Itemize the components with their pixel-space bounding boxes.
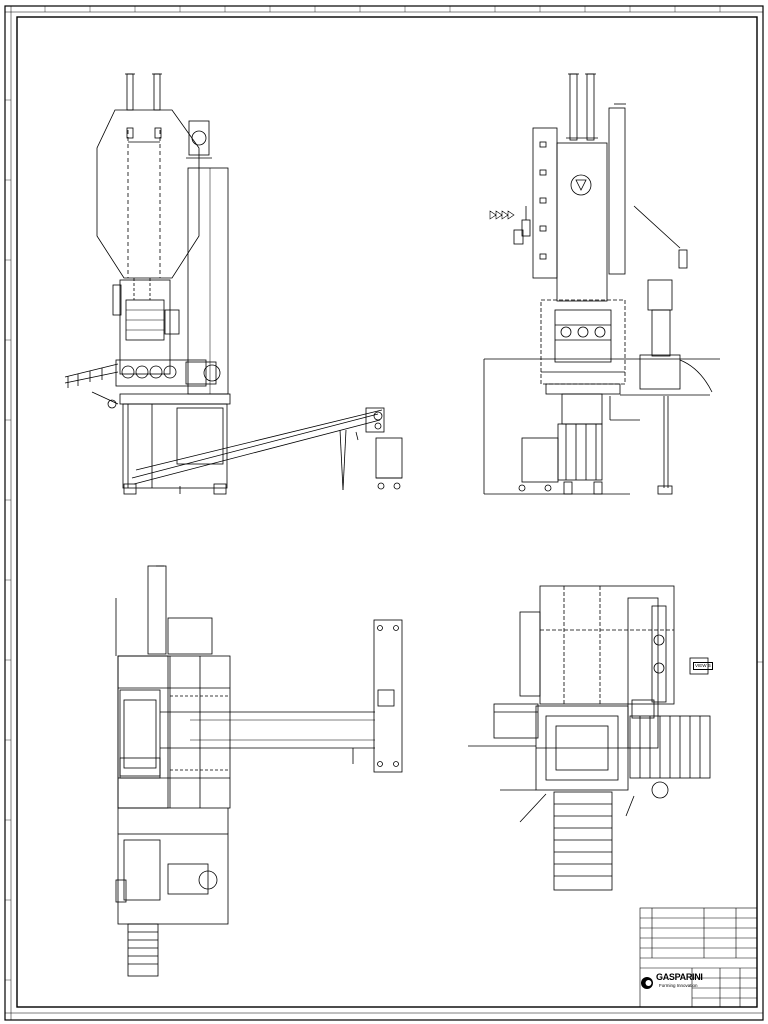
plan-view [115, 565, 403, 977]
plan-view-right [468, 585, 711, 891]
frame-zone-ticks [5, 6, 763, 981]
company-name: GASPARINI [656, 972, 703, 982]
detail-view-label: VIEW B [693, 662, 713, 670]
company-logo [641, 977, 653, 989]
side-elevation-view [483, 73, 720, 495]
company-tagline: Forming Innovation [659, 983, 698, 988]
drawing-frame [4, 5, 764, 1021]
title-block-frame [639, 907, 758, 1008]
front-elevation-view [64, 73, 403, 495]
